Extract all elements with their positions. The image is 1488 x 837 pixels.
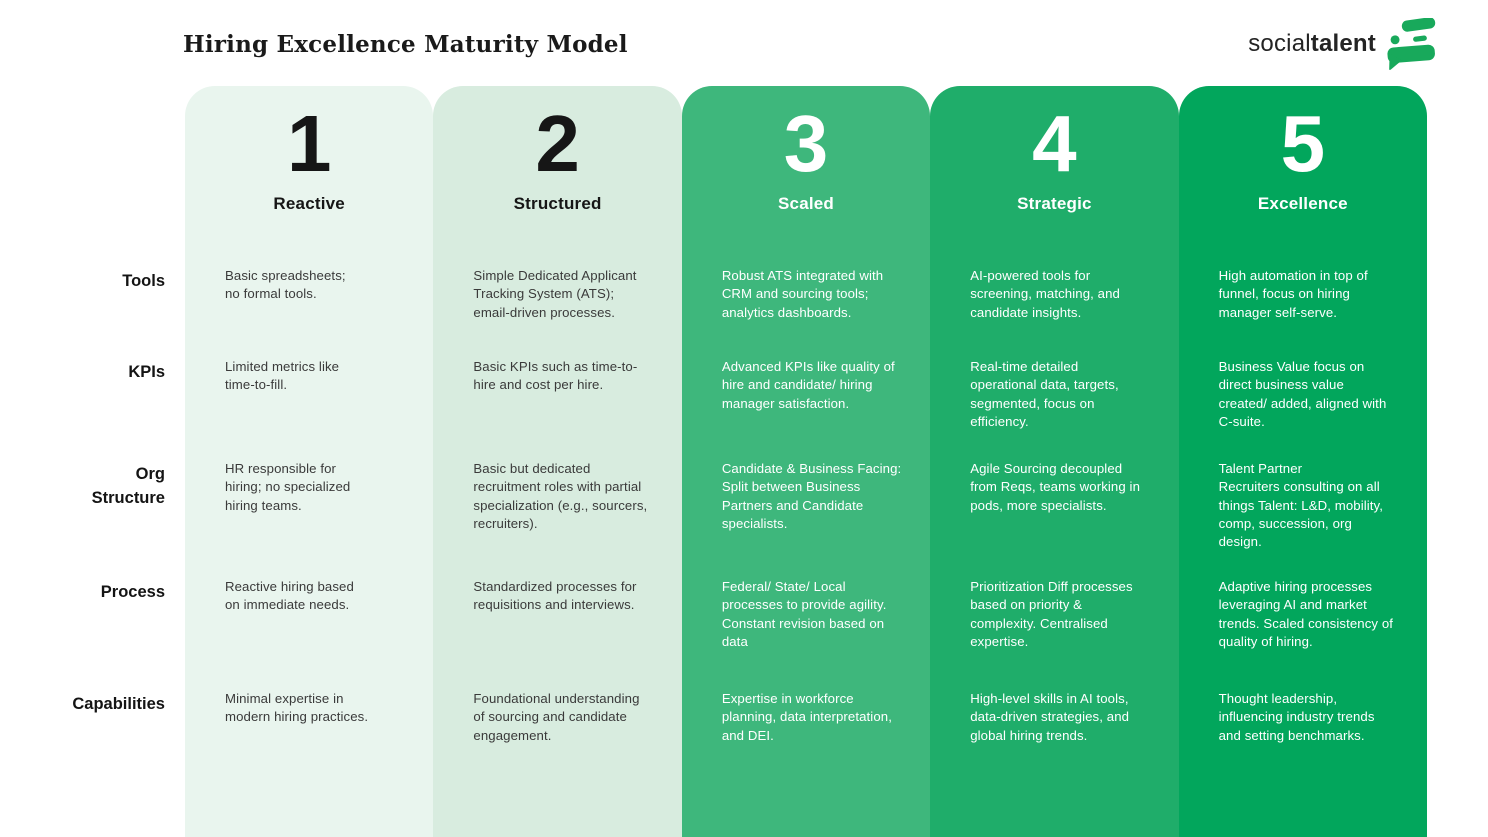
row-label-tools: Tools (122, 272, 165, 290)
column-level-3-scaled: 3 Scaled Robust ATS integrated with CRM … (681, 86, 931, 837)
row-label-process: Process (100, 583, 165, 601)
cell-org-structure: Agile Sourcing decoupled from Reqs, team… (970, 461, 1141, 513)
cell-capabilities: Minimal expertise in modern hiring pract… (225, 691, 369, 725)
speech-bubble-face-icon (1385, 18, 1437, 70)
level-name: Structured (513, 194, 602, 213)
cell-capabilities: Expertise in workforce planning, data in… (721, 691, 892, 743)
cell-kpis: Limited metrics like time-to-fill. (225, 359, 340, 393)
cell-org-structure: Talent Partner Recruiters consulting on … (1218, 461, 1384, 550)
cell-tools: Basic spreadsheets; no formal tools. (225, 268, 346, 302)
page-title: Hiring Excellence Maturity Model (183, 31, 628, 58)
level-name: Excellence (1257, 194, 1348, 213)
level-number: 3 (783, 99, 829, 188)
wordmark-bold: talent (1310, 30, 1376, 57)
row-label-capabilities: Capabilities (72, 695, 165, 713)
cell-process: Adaptive hiring processes leveraging AI … (1218, 579, 1394, 649)
cell-kpis: Business Value focus on direct business … (1218, 359, 1387, 429)
level-number: 1 (286, 99, 332, 188)
cell-capabilities: Thought leadership, influencing industry… (1218, 691, 1375, 743)
cell-kpis: Advanced KPIs like quality of hire and c… (721, 359, 895, 411)
cell-org-structure: HR responsible for hiring; no specialize… (225, 461, 351, 513)
row-label-org-structure: Org Structure (91, 465, 165, 507)
level-name: Reactive (273, 194, 345, 213)
level-name: Scaled (778, 194, 835, 213)
cell-capabilities: Foundational understanding of sourcing a… (473, 691, 640, 743)
cell-process: Standardized processes for requisitions … (473, 579, 637, 613)
cell-tools: AI-powered tools for screening, matching… (970, 268, 1120, 320)
wordmark-regular: social (1248, 30, 1311, 57)
cell-tools: High automation in top of funnel, focus … (1218, 268, 1368, 320)
maturity-columns: 1 Reactive Basic spreadsheets; no formal… (185, 86, 1428, 837)
socialtalent-wordmark: socialtalent (1248, 30, 1376, 58)
socialtalent-logo: socialtalent (1248, 16, 1437, 72)
cell-tools: Simple Dedicated Applicant Tracking Syst… (473, 268, 637, 320)
row-label-column: Tools KPIs Org Structure Process Capabil… (0, 0, 165, 837)
cell-kpis: Real-time detailed operational data, tar… (970, 359, 1119, 429)
cell-tools: Robust ATS integrated with CRM and sourc… (721, 268, 884, 320)
cell-process: Federal/ State/ Local processes to provi… (721, 579, 887, 649)
cell-org-structure: Basic but dedicated recruitment roles wi… (473, 461, 648, 531)
level-number: 4 (1032, 99, 1077, 188)
cell-org-structure: Candidate & Business Facing: Split betwe… (721, 461, 902, 531)
column-level-5-excellence: 5 Excellence High automation in top of f… (1178, 86, 1428, 837)
row-label-kpis: KPIs (128, 363, 165, 381)
cell-kpis: Basic KPIs such as time-to- hire and cos… (473, 359, 638, 393)
column-level-1-reactive: 1 Reactive Basic spreadsheets; no formal… (185, 86, 434, 837)
cell-process: Prioritization Diff processes based on p… (970, 579, 1133, 649)
level-number: 5 (1280, 99, 1326, 188)
column-level-2-structured: 2 Structured Simple Dedicated Applicant … (433, 86, 682, 837)
level-number: 2 (535, 99, 580, 188)
cell-capabilities: High-level skills in AI tools, data-driv… (970, 691, 1130, 743)
level-name: Strategic (1017, 194, 1092, 213)
cell-process: Reactive hiring based on immediate needs… (225, 579, 354, 613)
column-level-4-strategic: 4 Strategic AI-powered tools for screeni… (930, 86, 1179, 837)
